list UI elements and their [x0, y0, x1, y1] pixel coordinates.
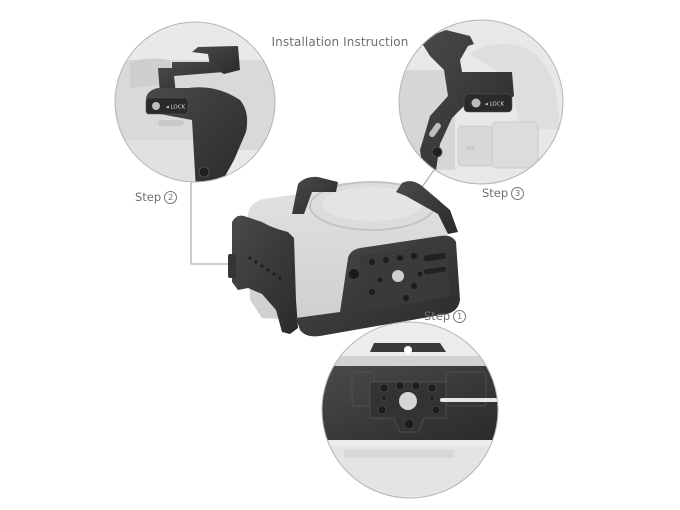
- callout-border-step-3: [398, 19, 564, 185]
- mic-port-label: MIC: [466, 146, 476, 152]
- step-3-label-text: Step: [482, 186, 509, 200]
- leader-line-step-2: [190, 182, 232, 265]
- callout-circle-step-2: ◂ LOCK: [115, 22, 275, 182]
- step-1-number: 1: [453, 310, 467, 323]
- step-2-label-text: Step: [135, 190, 162, 204]
- callout-circle-step-3: MIC ◂ LOCK: [399, 20, 563, 184]
- step-2-number: 2: [164, 191, 178, 204]
- callout-border-step-2: [114, 21, 276, 183]
- lock-label-step-2: ◂ LOCK: [166, 105, 186, 111]
- lock-label-step-3: ◂ LOCK: [485, 102, 505, 108]
- camera-cage-main-image: [228, 176, 460, 337]
- step-1-label-text: Step: [424, 309, 451, 323]
- callout-border-step-1: [321, 321, 499, 499]
- step-3-number: 3: [511, 187, 525, 200]
- page-title: Installation Instruction: [271, 35, 409, 49]
